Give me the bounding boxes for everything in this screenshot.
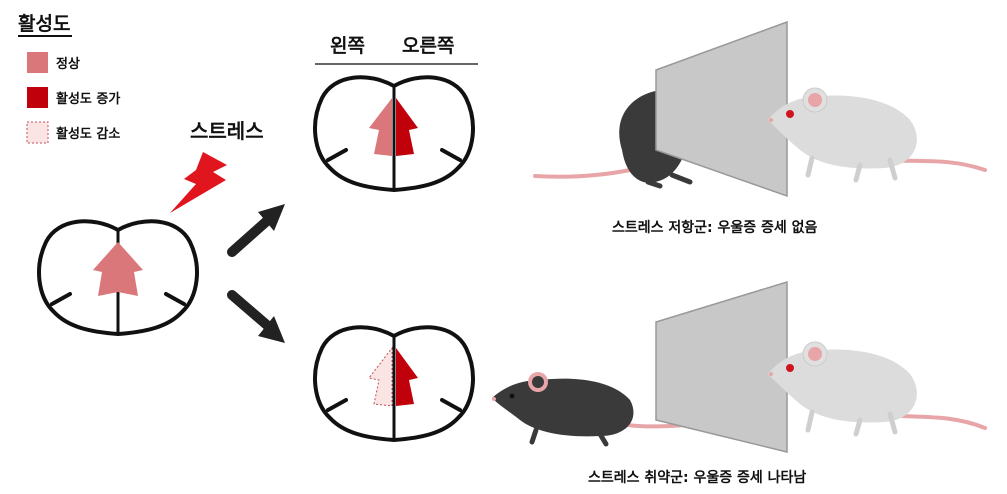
mouse-icon xyxy=(492,372,633,444)
scene-resistant: 스트레스 저항군: 우울증 증세 없음 xyxy=(535,22,985,236)
caption-resistant: 스트레스 저항군: 우울증 증세 없음 xyxy=(612,219,818,236)
legend-item-increased: 활성도 증가 xyxy=(27,87,120,108)
mouse-icon xyxy=(768,88,985,180)
hemisphere-left-label: 왼쪽 xyxy=(330,35,365,57)
stress-label: 스트레스 xyxy=(190,119,264,143)
caption-susceptible: 스트레스 취약군: 우울증 증세 나타남 xyxy=(588,469,806,486)
legend-label-increased: 활성도 증가 xyxy=(56,91,120,107)
legend: 활성도 정상 활성도 증가 활성도 감소 xyxy=(18,13,120,143)
lightning-icon xyxy=(170,152,227,213)
legend-label-decreased: 활성도 감소 xyxy=(56,126,120,142)
glass-partition-icon xyxy=(656,22,787,196)
legend-item-decreased: 활성도 감소 xyxy=(27,122,120,143)
mouse-tail xyxy=(535,170,630,177)
legend-swatch-decreased xyxy=(27,122,48,143)
legend-swatch-normal xyxy=(27,52,48,73)
mouse-icon xyxy=(768,342,985,434)
arrow-down xyxy=(232,295,285,343)
legend-title: 활성도 xyxy=(18,13,70,35)
brain-resistant xyxy=(315,77,473,190)
brain-baseline xyxy=(39,221,197,334)
hemisphere-right-label: 오른쪽 xyxy=(402,35,454,57)
legend-swatch-increased xyxy=(27,87,48,108)
scene-susceptible: 스트레스 취약군: 우울증 증세 나타남 xyxy=(492,282,985,486)
legend-item-normal: 정상 xyxy=(27,52,80,73)
legend-label-normal: 정상 xyxy=(56,56,80,72)
brain-susceptible xyxy=(315,327,473,440)
arrow-up xyxy=(232,204,285,252)
